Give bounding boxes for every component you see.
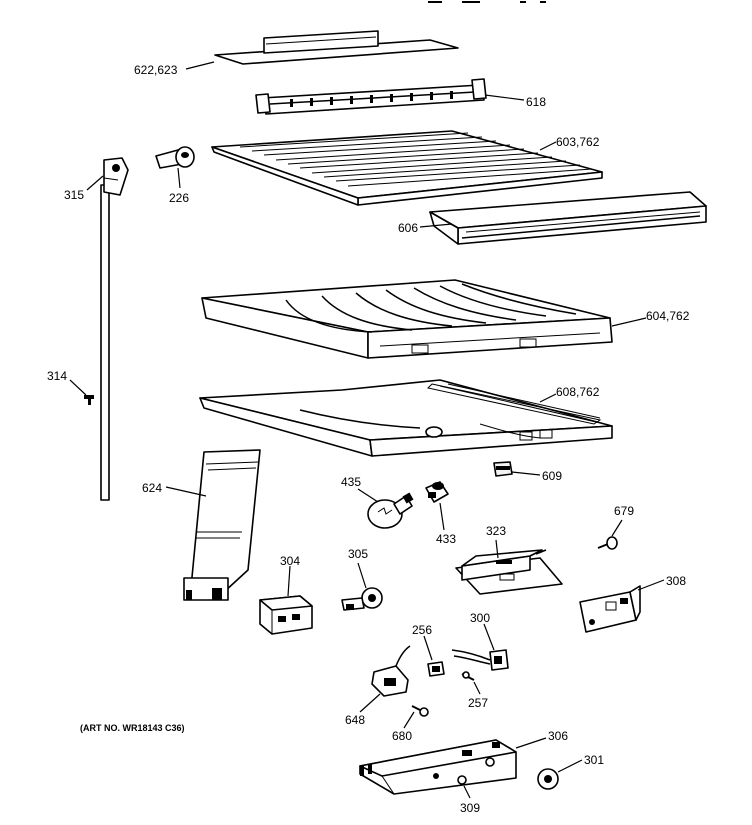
part-257-screw[interactable] [461, 671, 475, 681]
label-226: 226 [169, 191, 189, 205]
label-608: 608,762 [556, 385, 600, 399]
part-680-screw[interactable] [411, 705, 429, 717]
part-608-cover[interactable] [199, 379, 613, 457]
part-433-socket[interactable] [425, 481, 449, 503]
part-304-housing[interactable] [259, 595, 313, 635]
art-number: (ART NO. WR18143 C36) [80, 723, 185, 733]
part-309-grommet[interactable] [457, 775, 467, 785]
part-300-connector[interactable] [451, 649, 509, 671]
part-315-rod[interactable] [100, 157, 129, 501]
part-624-duct[interactable] [183, 449, 261, 601]
label-300: 300 [470, 611, 490, 625]
label-435: 435 [341, 475, 361, 489]
part-606-crisper-cover[interactable] [429, 191, 707, 245]
label-306: 306 [548, 729, 568, 743]
part-306-base[interactable] [359, 739, 517, 795]
part-305-gear[interactable] [341, 587, 383, 611]
part-618-grille[interactable] [255, 78, 487, 115]
label-603: 603,762 [556, 135, 600, 149]
label-323: 323 [486, 524, 506, 538]
part-679-screw[interactable] [597, 536, 618, 550]
part-603-shelf[interactable] [211, 130, 603, 206]
label-622: 622,623 [134, 63, 178, 77]
label-604: 604,762 [646, 309, 690, 323]
label-433: 433 [436, 532, 456, 546]
part-308-bracket[interactable] [579, 585, 641, 633]
label-648: 648 [345, 713, 365, 727]
label-315: 315 [64, 188, 84, 202]
part-301-knob[interactable] [537, 768, 559, 790]
part-226-knob[interactable] [155, 146, 195, 169]
part-256-switch[interactable] [427, 661, 445, 677]
part-648-relay[interactable] [371, 645, 411, 697]
label-679: 679 [614, 504, 634, 518]
label-301: 301 [584, 753, 604, 767]
part-314-clip[interactable] [84, 395, 94, 405]
label-314: 314 [47, 369, 67, 383]
label-624: 624 [142, 481, 162, 495]
label-257: 257 [468, 696, 488, 710]
part-609-clip[interactable] [493, 461, 513, 477]
label-305: 305 [348, 547, 368, 561]
part-323-control-box[interactable] [455, 549, 563, 595]
part-435-bulb[interactable] [367, 492, 414, 529]
label-609: 609 [542, 469, 562, 483]
label-680: 680 [392, 729, 412, 743]
label-618: 618 [526, 95, 546, 109]
part-622-cover[interactable] [214, 30, 459, 65]
label-309: 309 [460, 801, 480, 815]
label-308: 308 [666, 574, 686, 588]
part-604-pan[interactable] [201, 279, 613, 359]
label-304: 304 [280, 554, 300, 568]
label-606: 606 [398, 221, 418, 235]
label-256: 256 [412, 623, 432, 637]
